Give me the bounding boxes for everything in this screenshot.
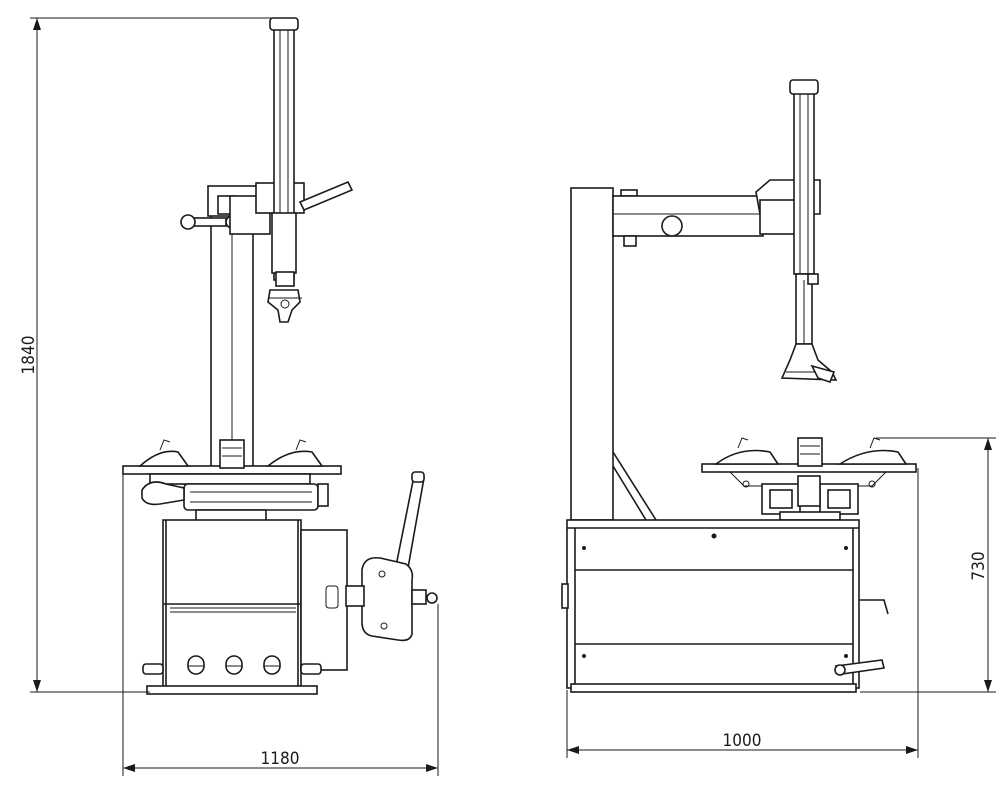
- front-shaft-cap: [269, 17, 299, 31]
- dimension-label-1180: 1180: [261, 749, 300, 769]
- side-arm: [612, 195, 764, 237]
- side-column: [570, 187, 614, 521]
- side-shaft-cap: [789, 79, 819, 95]
- side-mount-head-icon: [780, 343, 838, 383]
- front-mount-head-icon: [267, 271, 302, 323]
- front-turntable: [122, 439, 342, 485]
- dimension-depth-1000: 1000: [566, 468, 919, 758]
- dimension-height-1840: 1840: [19, 17, 282, 693]
- side-view: [561, 79, 917, 693]
- side-tool-shaft: [793, 91, 815, 275]
- side-clamp-cylinders: [761, 475, 859, 521]
- dimension-label-1840: 1840: [19, 336, 39, 375]
- front-bead-cylinder: [141, 481, 329, 523]
- dimension-width-1180: 1180: [122, 470, 439, 776]
- front-shaft-handle: [298, 180, 354, 212]
- dimension-height-730: 730: [860, 437, 996, 693]
- foot-pedal-icon: [187, 655, 281, 675]
- dimension-label-1000: 1000: [723, 731, 762, 751]
- front-cabinet: [142, 519, 348, 695]
- front-view: [122, 17, 438, 695]
- side-turntable: [701, 437, 917, 488]
- dimension-label-730: 730: [969, 551, 989, 580]
- side-lock-knob-icon: [661, 215, 683, 237]
- front-bead-breaker: [345, 471, 438, 642]
- side-cabinet: [561, 519, 889, 693]
